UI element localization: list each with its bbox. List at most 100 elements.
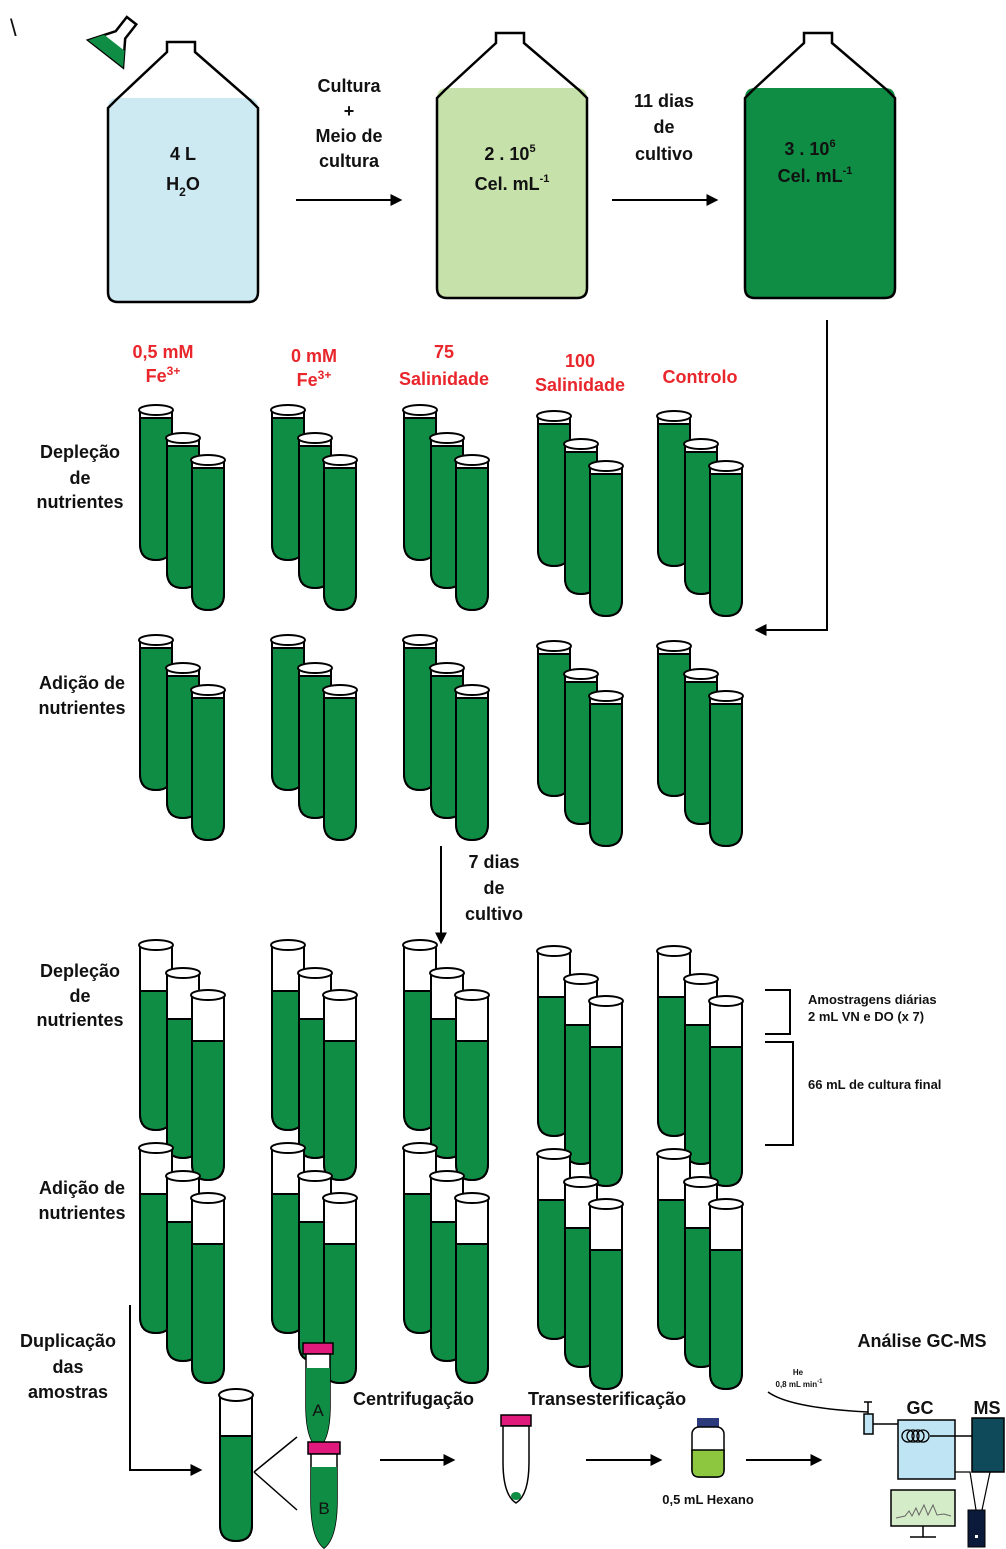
svg-text:11 dias: 11 dias (634, 91, 694, 111)
svg-text:Cultura: Cultura (318, 76, 382, 96)
svg-text:das: das (52, 1357, 83, 1377)
test-tube (322, 684, 358, 842)
condition-header-sal-100: 100 Salinidade (535, 351, 625, 395)
tube-a-label: A (312, 1401, 324, 1420)
svg-text:de: de (69, 468, 90, 488)
tube-set-depletion-initial-5 (656, 410, 744, 618)
test-tube (270, 1142, 306, 1335)
tube-grid (138, 404, 744, 1391)
test-tube (588, 460, 624, 618)
density-unit-exp: -1 (843, 165, 853, 177)
tube-set-depletion-final-3 (402, 939, 490, 1182)
test-tube (190, 684, 226, 842)
svg-text:cultura: cultura (319, 151, 380, 171)
test-tube (588, 1198, 624, 1391)
svg-text:Meio de: Meio de (315, 126, 382, 146)
svg-text:Depleção: Depleção (40, 961, 120, 981)
hexane-vial (691, 1418, 725, 1478)
svg-text:0,5 mM: 0,5 mM (132, 342, 193, 362)
test-tube (454, 1192, 490, 1385)
sampling-annotation: Amostragens diárias 2 mL VN e DO (x 7) 6… (765, 989, 941, 1146)
svg-text:Salinidade: Salinidade (399, 369, 489, 389)
svg-text:Adição de: Adição de (39, 673, 125, 693)
test-tube (190, 454, 226, 612)
svg-text:amostras: amostras (28, 1382, 108, 1402)
medium-tail: O (186, 174, 200, 194)
tube-set-addition-initial-5 (656, 640, 744, 848)
svg-text:Depleção: Depleção (40, 442, 120, 462)
test-tube (536, 945, 572, 1138)
step-7-days: 7 dias de cultivo (435, 846, 523, 945)
svg-text:Fe3+: Fe3+ (297, 368, 332, 390)
medium-sub: 2 (179, 185, 186, 199)
test-tube (536, 640, 572, 798)
test-tube (656, 640, 692, 798)
density-value: 2 . 10 (484, 144, 529, 164)
tube-set-addition-final-4 (536, 1148, 624, 1391)
test-tube (708, 690, 744, 848)
density-exp: 5 (529, 143, 535, 155)
row-label-addition-2: Adição de nutrientes (38, 1178, 125, 1223)
svg-text:2 . 105: 2 . 105 (484, 143, 535, 164)
test-tube (708, 995, 744, 1188)
flask-icon (85, 15, 139, 70)
duplication-label: Duplicação das amostras (20, 1331, 116, 1402)
centrifugation-label: Centrifugação (353, 1389, 474, 1409)
duplication-arrow (129, 1305, 203, 1476)
svg-text:2 mL VN e DO (x 7): 2 mL VN e DO (x 7) (808, 1009, 924, 1024)
svg-text:nutrientes: nutrientes (38, 1203, 125, 1223)
svg-text:Duplicação: Duplicação (20, 1331, 116, 1351)
svg-text:Cel. mL-1: Cel. mL-1 (475, 173, 550, 194)
medium-base: H (166, 174, 179, 194)
svg-text:nutrientes: nutrientes (36, 492, 123, 512)
svg-text:de: de (653, 117, 674, 137)
test-tube (402, 1142, 438, 1335)
test-tube (588, 995, 624, 1188)
density-value: 3 . 10 (784, 139, 829, 159)
svg-text:7 dias: 7 dias (468, 852, 519, 872)
test-tube (402, 634, 438, 792)
svg-text:nutrientes: nutrientes (36, 1010, 123, 1030)
svg-text:de: de (483, 878, 504, 898)
svg-text:0 mM: 0 mM (291, 346, 337, 366)
tube-set-addition-initial-3 (402, 634, 490, 842)
svg-text:0,8 mL min-1: 0,8 mL min-1 (776, 1379, 824, 1389)
test-tube (708, 460, 744, 618)
tube-set-addition-final-1 (138, 1142, 226, 1385)
eppendorf-tube-a: A (302, 1342, 334, 1449)
svg-text:100: 100 (565, 351, 595, 371)
density-unit: Cel. mL (778, 166, 843, 186)
test-tube (656, 1148, 692, 1341)
centrifuged-tube (500, 1414, 532, 1504)
test-tube (138, 634, 174, 792)
tube-set-depletion-final-5 (656, 945, 744, 1188)
test-tube (322, 989, 358, 1182)
svg-text:de: de (69, 986, 90, 1006)
svg-text:75: 75 (434, 342, 454, 362)
test-tube (190, 1192, 226, 1385)
row-label-depletion-2: Depleção de nutrientes (36, 961, 123, 1030)
test-tube (138, 939, 174, 1132)
eppendorf-tube-b: B (307, 1441, 341, 1549)
test-tube (454, 454, 490, 612)
test-tube (402, 939, 438, 1132)
bottle-water: 4 L H2O (106, 40, 260, 304)
hexane-label: 0,5 mL Hexano (662, 1492, 754, 1507)
density-unit-exp: -1 (540, 173, 550, 185)
test-tube (402, 404, 438, 562)
step-culture-medium: Cultura + Meio de cultura (296, 76, 403, 206)
condition-header-sal-75: 75 Salinidade (399, 342, 489, 389)
condition-header-fe-0-5: 0,5 mM Fe3+ (132, 342, 193, 386)
condition-header-control: Controlo (663, 367, 738, 387)
svg-text:66 mL de cultura final: 66 mL de cultura final (808, 1077, 941, 1092)
tube-set-depletion-final-2 (270, 939, 358, 1182)
tube-set-addition-final-3 (402, 1142, 490, 1385)
bottle-inoculated: 2 . 105 Cel. mL-1 (435, 31, 589, 300)
svg-text:Fe3+: Fe3+ (146, 364, 181, 386)
svg-text:Amostragens diárias: Amostragens diárias (808, 992, 937, 1007)
svg-text:H2O: H2O (166, 174, 200, 199)
svg-text:GC: GC (907, 1398, 934, 1418)
gcms-title: Análise GC-MS (857, 1331, 986, 1351)
tube-set-addition-initial-4 (536, 640, 624, 848)
